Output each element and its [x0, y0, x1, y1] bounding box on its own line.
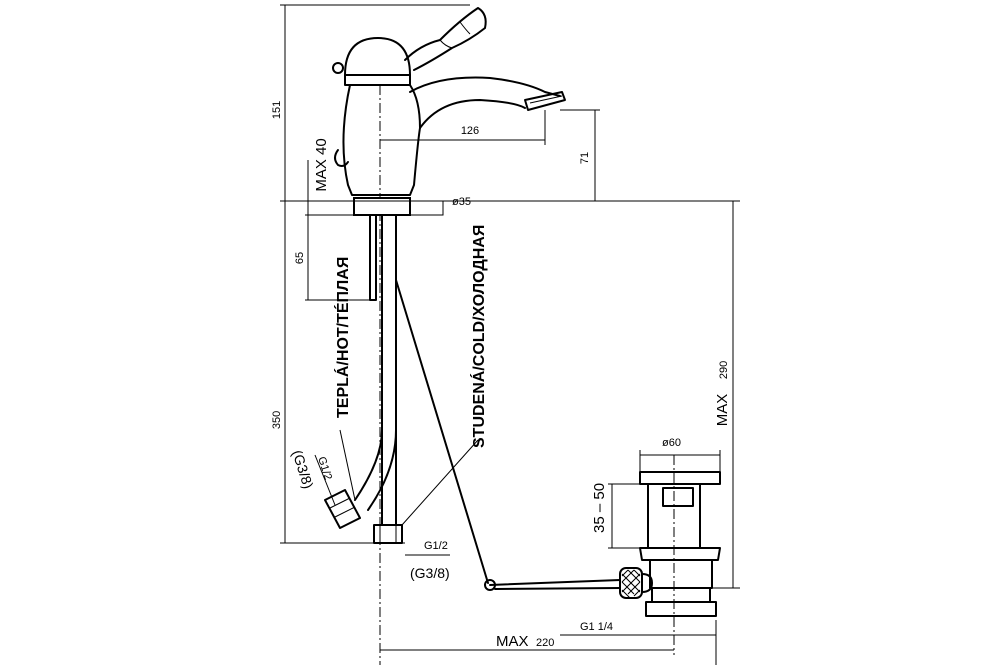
- dim-g114: G1 1/4: [580, 621, 613, 633]
- faucet-body: [332, 7, 566, 196]
- dim-35-50: 35 – 50: [591, 483, 608, 533]
- popup-rod: [395, 279, 621, 591]
- dimension-lines: [280, 4, 740, 665]
- supply-hoses: [324, 214, 403, 544]
- waste-assembly: [619, 471, 721, 617]
- cold-label: STUDENÁ/COLD/ХОЛОДНАЯ: [469, 225, 488, 448]
- hose-labels: TEPLÁ/HOT/TÉПЛАЯ STUDENÁ/COLD/ХОЛОДНАЯ: [333, 225, 488, 448]
- dim-290: 290: [718, 361, 730, 379]
- dim-151: 151: [271, 101, 283, 119]
- dim-220: 220: [536, 637, 554, 649]
- cold-thread-g38: (G3/8): [410, 565, 450, 581]
- dim-max-290-label: MAX: [714, 394, 731, 427]
- dim-65: 65: [294, 252, 306, 264]
- dim-35: ø35: [452, 196, 471, 208]
- hot-thread-g12: G1/2: [315, 455, 334, 481]
- thread-labels: G1/2 (G3/8) G1/2 (G3/8): [289, 448, 450, 581]
- dim-350: 350: [271, 411, 283, 429]
- dim-max-220-label: MAX: [496, 633, 529, 650]
- dimension-texts: 151 126 71 MAX 40 ø35 65 350 MAX 290 ø60…: [271, 101, 731, 650]
- dim-71: 71: [579, 152, 591, 164]
- hot-label: TEPLÁ/HOT/TÉПЛАЯ: [333, 257, 352, 418]
- dim-max-40: MAX 40: [313, 138, 330, 191]
- dim-126: 126: [461, 125, 479, 137]
- centerlines: [379, 85, 675, 665]
- dim-60: ø60: [662, 437, 681, 449]
- cold-thread-g12: G1/2: [424, 540, 448, 552]
- hot-thread-g38: (G3/8): [289, 448, 316, 491]
